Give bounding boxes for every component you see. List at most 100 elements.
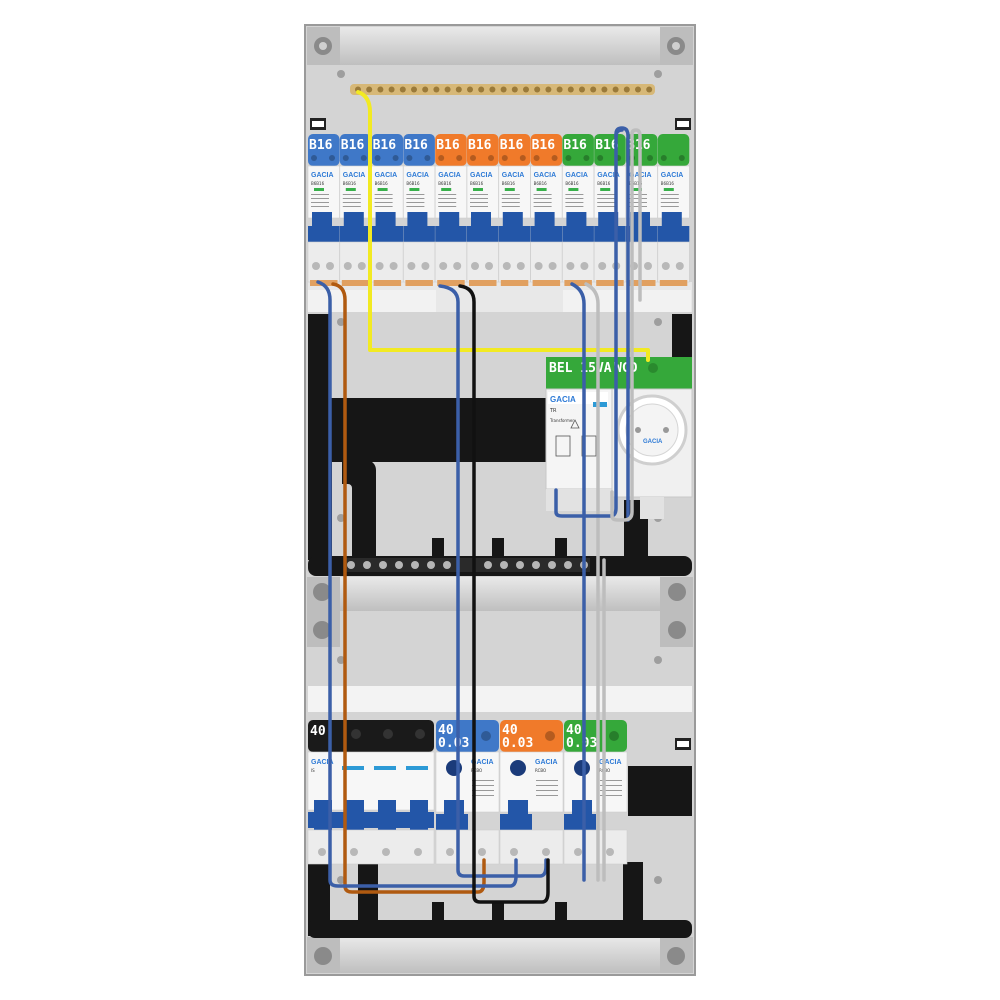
rcd-terminals: [563, 829, 628, 865]
main-switch-toggle[interactable]: [346, 800, 364, 830]
status-indicator: [632, 188, 642, 191]
rcd-cap: [500, 720, 563, 752]
rcd-model: RCBO: [535, 768, 546, 773]
breaker-model: B6B16: [534, 181, 548, 186]
status-indicator: [504, 188, 515, 191]
main-switch-brand: GACIA: [311, 759, 334, 766]
breaker-handle[interactable]: [657, 226, 690, 242]
cap-screw: [329, 155, 335, 161]
spec-line: [536, 780, 558, 781]
rcd-sensitivity: 0.03: [502, 736, 533, 751]
breaker-brand: GACIA: [375, 172, 398, 179]
neutral-screw: [347, 561, 355, 569]
breaker-rating-label: B16: [500, 138, 524, 153]
neutral-screw: [484, 561, 492, 569]
breaker-handle[interactable]: [403, 226, 435, 242]
earth-busbar-screws: [355, 86, 653, 93]
spec-line: [438, 194, 457, 195]
busbar-screw: [433, 86, 440, 93]
breaker-brand: GACIA: [534, 172, 557, 179]
busbar-screw: [545, 86, 552, 93]
breaker-handle[interactable]: [339, 226, 372, 242]
breaker-handle[interactable]: [530, 226, 563, 242]
spec-line: [342, 202, 361, 203]
breaker-handle[interactable]: [467, 226, 499, 242]
spec-line: [374, 206, 393, 207]
cap-screw: [424, 155, 431, 161]
breaker-terminals: [530, 241, 563, 283]
breaker-model: B6B16: [343, 181, 357, 186]
busbar-screw: [534, 86, 541, 93]
terminal-screw: [574, 848, 582, 856]
cap-screw: [597, 155, 604, 161]
breaker-handle[interactable]: [498, 226, 531, 242]
neutral-screw: [411, 561, 419, 569]
rcd-rating: 40: [438, 723, 454, 738]
cap-screw: [383, 729, 393, 739]
rcd-test-button[interactable]: [574, 760, 590, 776]
breaker-terminals: [593, 241, 627, 283]
bell-transformer[interactable]: BEL 15VA GACIA TR Transformer: [545, 357, 613, 511]
breaker-cap: [594, 134, 626, 166]
cap-screw: [392, 155, 399, 161]
terminal-screw: [566, 262, 575, 270]
main-switch-toggle[interactable]: [314, 800, 332, 830]
terminal-screw: [580, 262, 589, 270]
main-switch-handle[interactable]: [308, 812, 434, 828]
breaker-body: [403, 165, 436, 219]
breaker-handle[interactable]: [435, 226, 467, 242]
wall-socket[interactable]: WCD GACIA: [611, 357, 693, 519]
bell-transformer-label: BEL 15VA: [549, 361, 612, 376]
breaker-handle[interactable]: [371, 226, 404, 242]
terminal-screw: [548, 262, 557, 270]
spec-line: [629, 194, 647, 195]
spec-line: [565, 206, 584, 207]
main-switch-toggle[interactable]: [378, 800, 396, 830]
spec-line: [533, 206, 552, 207]
breaker-cap: [403, 134, 435, 166]
breaker-model: B6B16: [375, 181, 389, 186]
rcd-handle[interactable]: [500, 814, 532, 830]
rcd-handle[interactable]: [564, 814, 596, 830]
spec-line: [536, 785, 558, 786]
breaker-model: B6B16: [438, 181, 452, 186]
rcd-sensitivity: 0.03: [438, 736, 469, 751]
breaker-handle[interactable]: [562, 226, 594, 242]
breaker-handle[interactable]: [308, 226, 340, 242]
spec-line: [660, 202, 679, 203]
breaker-body: [466, 165, 499, 219]
wiring: [316, 90, 650, 904]
breaker-brand: GACIA: [470, 172, 493, 179]
rcd-handle[interactable]: [436, 814, 468, 830]
main-switch-toggle[interactable]: [410, 800, 428, 830]
breaker-handle[interactable]: [594, 226, 626, 242]
terminal-screw: [534, 262, 543, 270]
grey-wire-2: [610, 128, 642, 522]
breaker-rating-label: B16: [468, 138, 492, 153]
terminal-screw: [326, 262, 334, 270]
terminal-strip: [500, 280, 529, 286]
rcd-test-button[interactable]: [510, 760, 526, 776]
breaker-terminals: [434, 241, 468, 283]
busbar-screw: [511, 86, 518, 93]
breaker-model: B6B16: [502, 181, 516, 186]
spec-line: [470, 202, 488, 203]
terminal-screw: [453, 262, 462, 270]
terminal-screw: [421, 262, 430, 270]
